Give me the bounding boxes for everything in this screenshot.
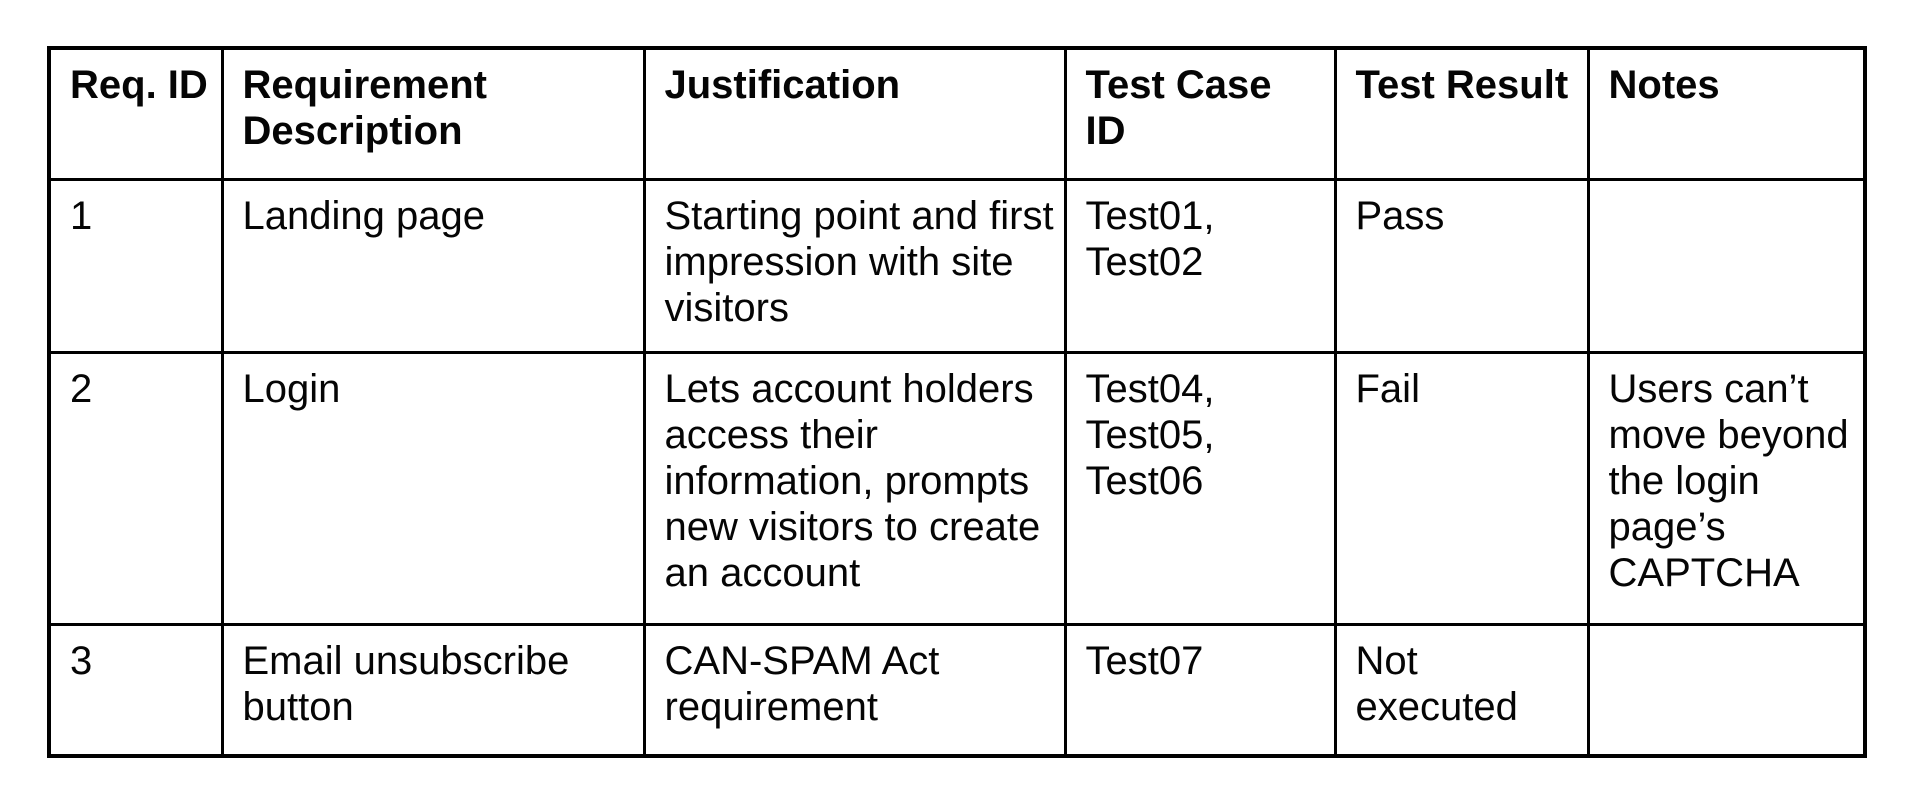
cell-justification: CAN-SPAM Act requirement (642, 622, 1067, 758)
cell-requirement-description: Email unsubscribe button (220, 622, 646, 758)
column-header-notes: Notes (1586, 46, 1867, 181)
cell-notes (1586, 622, 1867, 758)
column-header-justification: Justification (642, 46, 1067, 181)
table-row: 2 Login Lets account holders access thei… (47, 350, 1867, 626)
cell-requirement-description: Landing page (220, 177, 646, 354)
cell-requirement-description: Login (220, 350, 646, 626)
cell-notes (1586, 177, 1867, 354)
cell-test-case-id: Test01, Test02 (1063, 177, 1337, 354)
cell-test-result: Not executed (1333, 622, 1590, 758)
cell-test-case-id: Test07 (1063, 622, 1337, 758)
column-header-test-case-id: Test Case ID (1063, 46, 1337, 181)
cell-req-id: 1 (47, 177, 224, 354)
cell-req-id: 3 (47, 622, 224, 758)
column-header-test-result: Test Result (1333, 46, 1590, 181)
cell-test-result: Fail (1333, 350, 1590, 626)
requirements-traceability-table: Req. ID Requirement Description Justific… (47, 46, 1867, 758)
cell-justification: Starting point and first impression with… (642, 177, 1067, 354)
cell-notes: Users can’t move beyond the login page’s… (1586, 350, 1867, 626)
column-header-req-id: Req. ID (47, 46, 224, 181)
table-header-row: Req. ID Requirement Description Justific… (47, 46, 1867, 181)
cell-justification: Lets account holders access their inform… (642, 350, 1067, 626)
cell-req-id: 2 (47, 350, 224, 626)
column-header-requirement-description: Requirement Description (220, 46, 646, 181)
table-row: 1 Landing page Starting point and first … (47, 177, 1867, 354)
cell-test-case-id: Test04, Test05, Test06 (1063, 350, 1337, 626)
table-row: 3 Email unsubscribe button CAN-SPAM Act … (47, 622, 1867, 758)
cell-test-result: Pass (1333, 177, 1590, 354)
